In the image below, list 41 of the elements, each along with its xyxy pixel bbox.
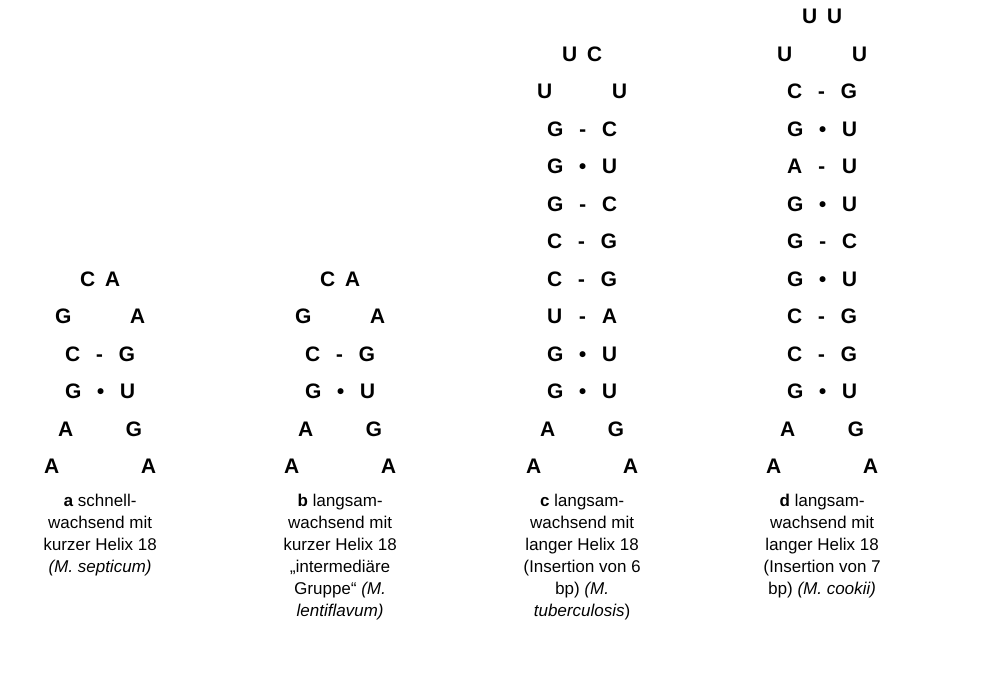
loop-nucleotides: A A	[526, 455, 638, 479]
base-pair: C - G	[547, 230, 617, 254]
base-pair: C - G	[787, 342, 857, 366]
base-pair: G - C	[787, 230, 857, 254]
loop-nucleotides: C A	[80, 268, 120, 292]
base-pair: G - C	[547, 192, 617, 216]
loop-nucleotides: A A	[284, 455, 396, 479]
base-pair: C - G	[787, 305, 857, 329]
panel-caption: c langsam- wachsend mit langer Helix 18 (Insertion von 6 bp) (M. tuberculosis)	[522, 490, 642, 622]
base-pair: G • U	[787, 380, 857, 404]
base-pair: G • U	[787, 118, 857, 142]
base-pair: C - G	[65, 342, 135, 366]
loop-nucleotides: A G	[780, 418, 864, 442]
base-pair: C - G	[305, 342, 375, 366]
panel-caption: a schnell- wachsend mit kurzer Helix 18 (M. septicum)	[42, 490, 158, 578]
loop-nucleotides: U U	[777, 42, 867, 66]
base-pair: G • U	[547, 155, 617, 179]
panel-caption: d langsam- wachsend mit langer Helix 18 (Insertion von 7 bp) (M. cookii)	[762, 490, 882, 600]
base-pair: G • U	[787, 192, 857, 216]
loop-nucleotides: A A	[766, 455, 878, 479]
loop-nucleotides: A G	[540, 418, 624, 442]
base-pair: G • U	[547, 342, 617, 366]
loop-nucleotides: U C	[562, 42, 602, 66]
base-pair: G • U	[787, 268, 857, 292]
base-pair: G • U	[65, 380, 135, 404]
base-pair: G - C	[547, 118, 617, 142]
loop-nucleotides: A G	[58, 418, 142, 442]
loop-nucleotides: U U	[802, 5, 842, 29]
loop-nucleotides: A G	[298, 418, 382, 442]
base-pair: G • U	[547, 380, 617, 404]
base-pair: C - G	[547, 268, 617, 292]
base-pair: G • U	[305, 380, 375, 404]
base-pair: C - G	[787, 80, 857, 104]
loop-nucleotides: U U	[537, 80, 627, 104]
base-pair: A - U	[787, 155, 857, 179]
base-pair: U - A	[547, 305, 617, 329]
loop-nucleotides: G A	[55, 305, 145, 329]
loop-nucleotides: G A	[295, 305, 385, 329]
panel-caption: b langsam- wachsend mit kurzer Helix 18 „intermediäre Gruppe“ (M. lentiflavum)	[282, 490, 398, 622]
loop-nucleotides: C A	[320, 268, 360, 292]
loop-nucleotides: A A	[44, 455, 156, 479]
